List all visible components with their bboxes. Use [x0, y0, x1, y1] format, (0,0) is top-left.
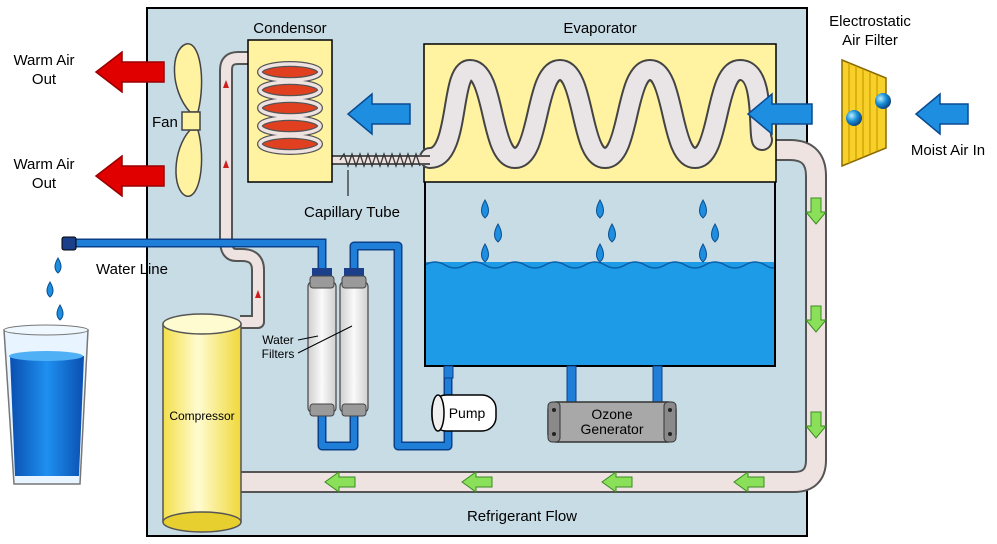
water-tank-water: [425, 262, 775, 366]
compressor: [162, 313, 242, 533]
flow-direction-marks: [223, 80, 261, 298]
water-filters-label-line1: Water: [262, 333, 294, 347]
filter-pointers: [297, 325, 353, 354]
water-filters-label-line2: Filters: [262, 347, 295, 361]
charged-particle: [875, 93, 891, 109]
pump-label: Pump: [449, 405, 486, 421]
water-line-label: Water Line: [96, 261, 168, 278]
fan-label: Fan: [152, 114, 178, 131]
pump: [431, 394, 497, 432]
air-filter-label-line2: Air Filter: [842, 32, 898, 49]
charged-particle: [846, 110, 862, 126]
water-filter-left: [307, 268, 337, 417]
filter-water-pipes: [317, 241, 453, 451]
warm-air-label-2-line2: Out: [32, 175, 57, 192]
fan: [173, 43, 203, 197]
fan-blade-top: [173, 43, 203, 113]
warm-air-label-1-line1: Warm Air: [13, 52, 74, 69]
ozone-label-line2: Generator: [580, 421, 643, 437]
water-tank: [424, 182, 776, 367]
refrigerant-flow-label: Refrigerant Flow: [467, 508, 577, 525]
arrow-moist-air: [914, 92, 969, 136]
condensation-drops: [481, 199, 719, 263]
evaporator-label: Evaporator: [563, 20, 636, 37]
condensor-coil: [257, 61, 323, 155]
refrigerant-flow-arrows: [324, 197, 828, 493]
arrow-into-evaporator: [746, 92, 813, 136]
condensor-label: Condensor: [253, 20, 326, 37]
warm-air-label-2-line1: Warm Air: [13, 156, 74, 173]
moist-air-label: Moist Air In: [911, 142, 985, 159]
fan-hub: [181, 111, 201, 131]
water-line-nozzle: [61, 236, 77, 251]
water-glass: [3, 324, 89, 485]
capillary-coil: [339, 151, 421, 169]
capillary-tube-label: Capillary Tube: [304, 204, 400, 221]
compressor-label: Compressor: [169, 409, 234, 423]
air-filter-label-line1: Electrostatic: [829, 13, 911, 30]
fan-blade-bottom: [175, 129, 203, 197]
water-filter-right: [339, 268, 369, 417]
ozone-label-line1: Ozone: [591, 406, 632, 422]
ozone-generator: [547, 401, 677, 443]
arrow-to-condensor: [346, 92, 411, 136]
dispensed-drops: [46, 257, 64, 321]
warm-air-label-1-line2: Out: [32, 71, 57, 88]
water-surface: [424, 261, 776, 269]
warm-air-arrows: [94, 50, 165, 198]
electrostatic-air-filter: [841, 58, 891, 168]
evaporator-coil: [419, 58, 773, 170]
airflow-arrows: [346, 92, 969, 136]
